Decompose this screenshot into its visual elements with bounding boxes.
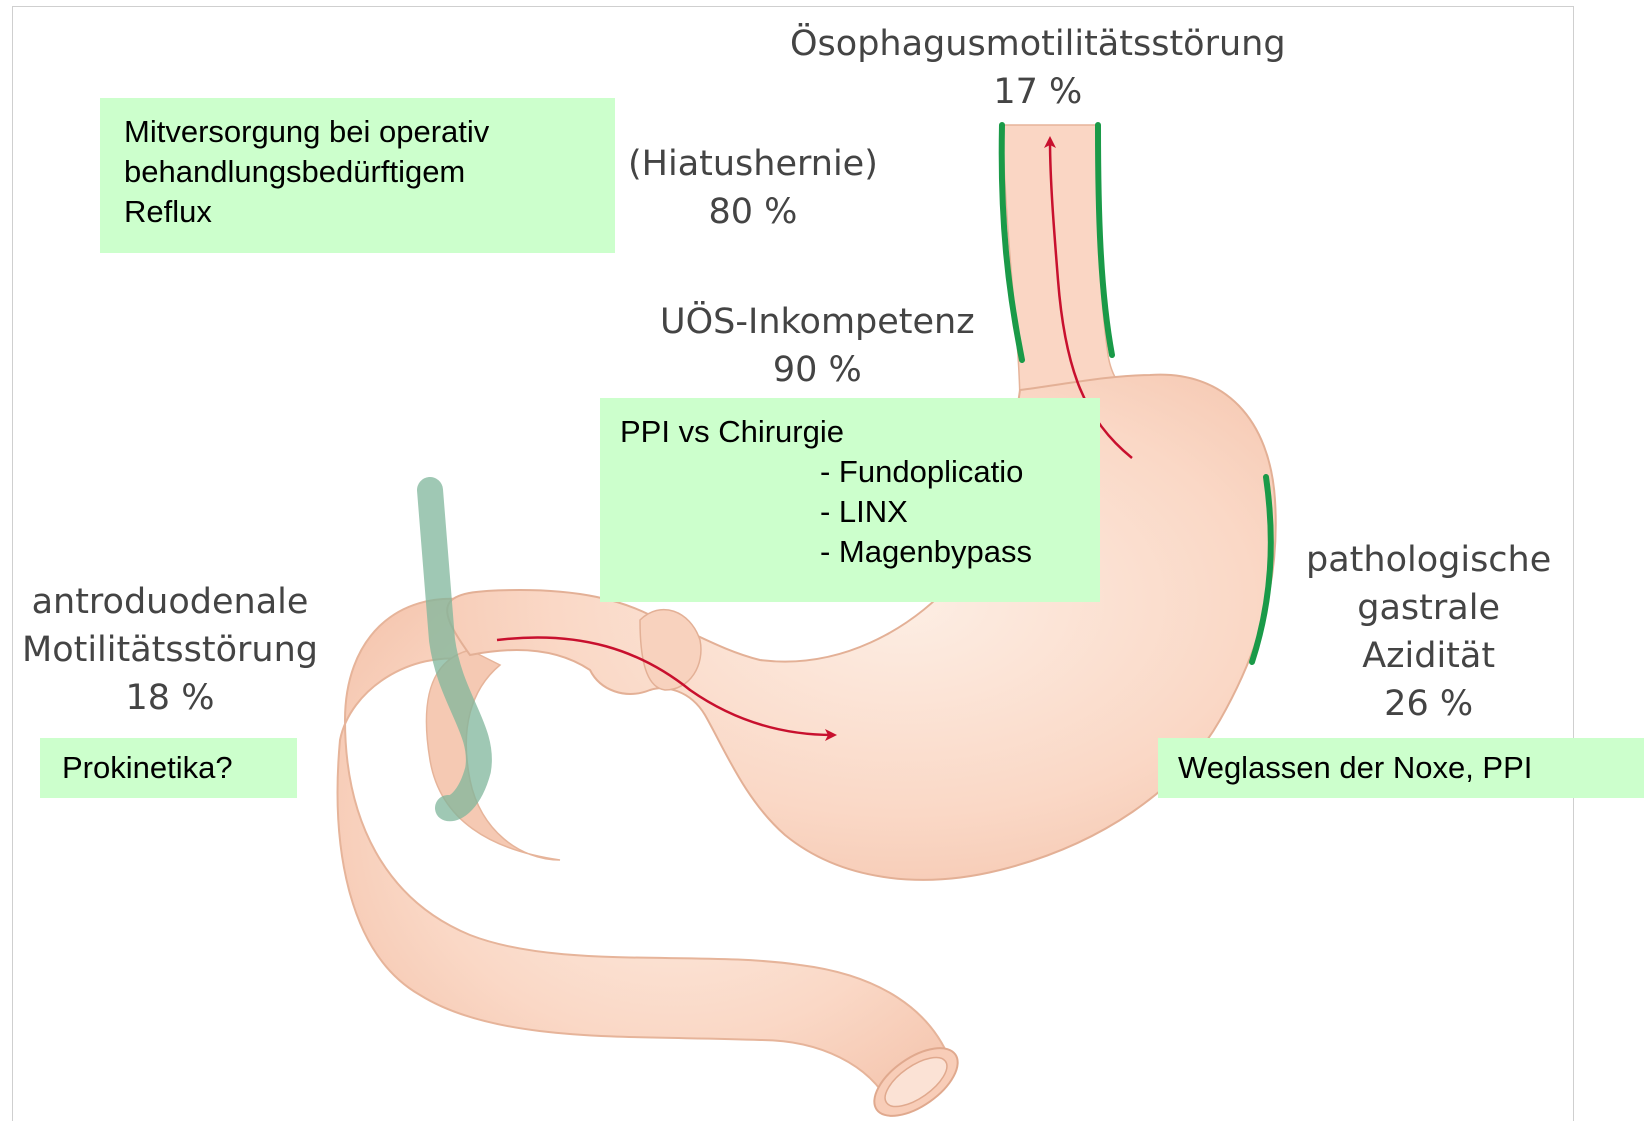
noxa-ppi-box: Weglassen der Noxe, PPI [1158, 738, 1644, 798]
noxa-ppi-text: Weglassen der Noxe, PPI [1178, 748, 1624, 788]
prokinetics-text: Prokinetika? [62, 748, 275, 788]
pylorus [640, 610, 701, 690]
ppi-vs-surgery-box: PPI vs Chirurgie - Fundoplicatio - LINX … [600, 398, 1100, 602]
esophageal-dysmotility-value: 17 % [790, 68, 1286, 116]
antroduodenal-dysmotility-label: antroduodenale Motilitätsstörung 18 % [22, 578, 318, 722]
hiatal-hernia-value: 80 % [628, 188, 878, 236]
antroduodenal-line2: Motilitätsstörung [22, 626, 318, 674]
hiatal-hernia-label: (Hiatushernie) 80 % [628, 140, 878, 236]
ues-incompetence-title: UÖS-Inkompetenz [660, 298, 975, 346]
ues-incompetence-value: 90 % [660, 346, 975, 394]
gastric-acidity-value: 26 % [1306, 680, 1551, 728]
antroduodenal-value: 18 % [22, 674, 318, 722]
gastric-acidity-label: pathologische gastrale Azidität 26 % [1306, 536, 1551, 728]
option-fundoplication: - Fundoplicatio [620, 452, 1080, 492]
antroduodenal-line1: antroduodenale [22, 578, 318, 626]
surgery-cosupply-line1: Mitversorgung bei operativ [124, 112, 591, 152]
ppi-vs-surgery-title: PPI vs Chirurgie [620, 412, 1080, 452]
hiatal-hernia-title: (Hiatushernie) [628, 140, 878, 188]
surgery-cosupply-line2: behandlungsbedürftigem [124, 152, 591, 192]
ues-incompetence-label: UÖS-Inkompetenz 90 % [660, 298, 975, 394]
esophageal-dysmotility-title: Ösophagusmotilitätsstörung [790, 20, 1286, 68]
surgery-cosupply-line3: Reflux [124, 192, 591, 232]
option-linx: - LINX [620, 492, 1080, 532]
esophageal-dysmotility-label: Ösophagusmotilitätsstörung 17 % [790, 20, 1286, 116]
option-gastric-bypass: - Magenbypass [620, 532, 1080, 572]
surgery-cosupply-box: Mitversorgung bei operativ behandlungsbe… [100, 98, 615, 253]
gastric-acidity-line3: Azidität [1306, 632, 1551, 680]
prokinetics-box: Prokinetika? [40, 738, 297, 798]
gastric-acidity-line1: pathologische [1306, 536, 1551, 584]
esophagus [1002, 125, 1140, 410]
gastric-acidity-line2: gastrale [1306, 584, 1551, 632]
